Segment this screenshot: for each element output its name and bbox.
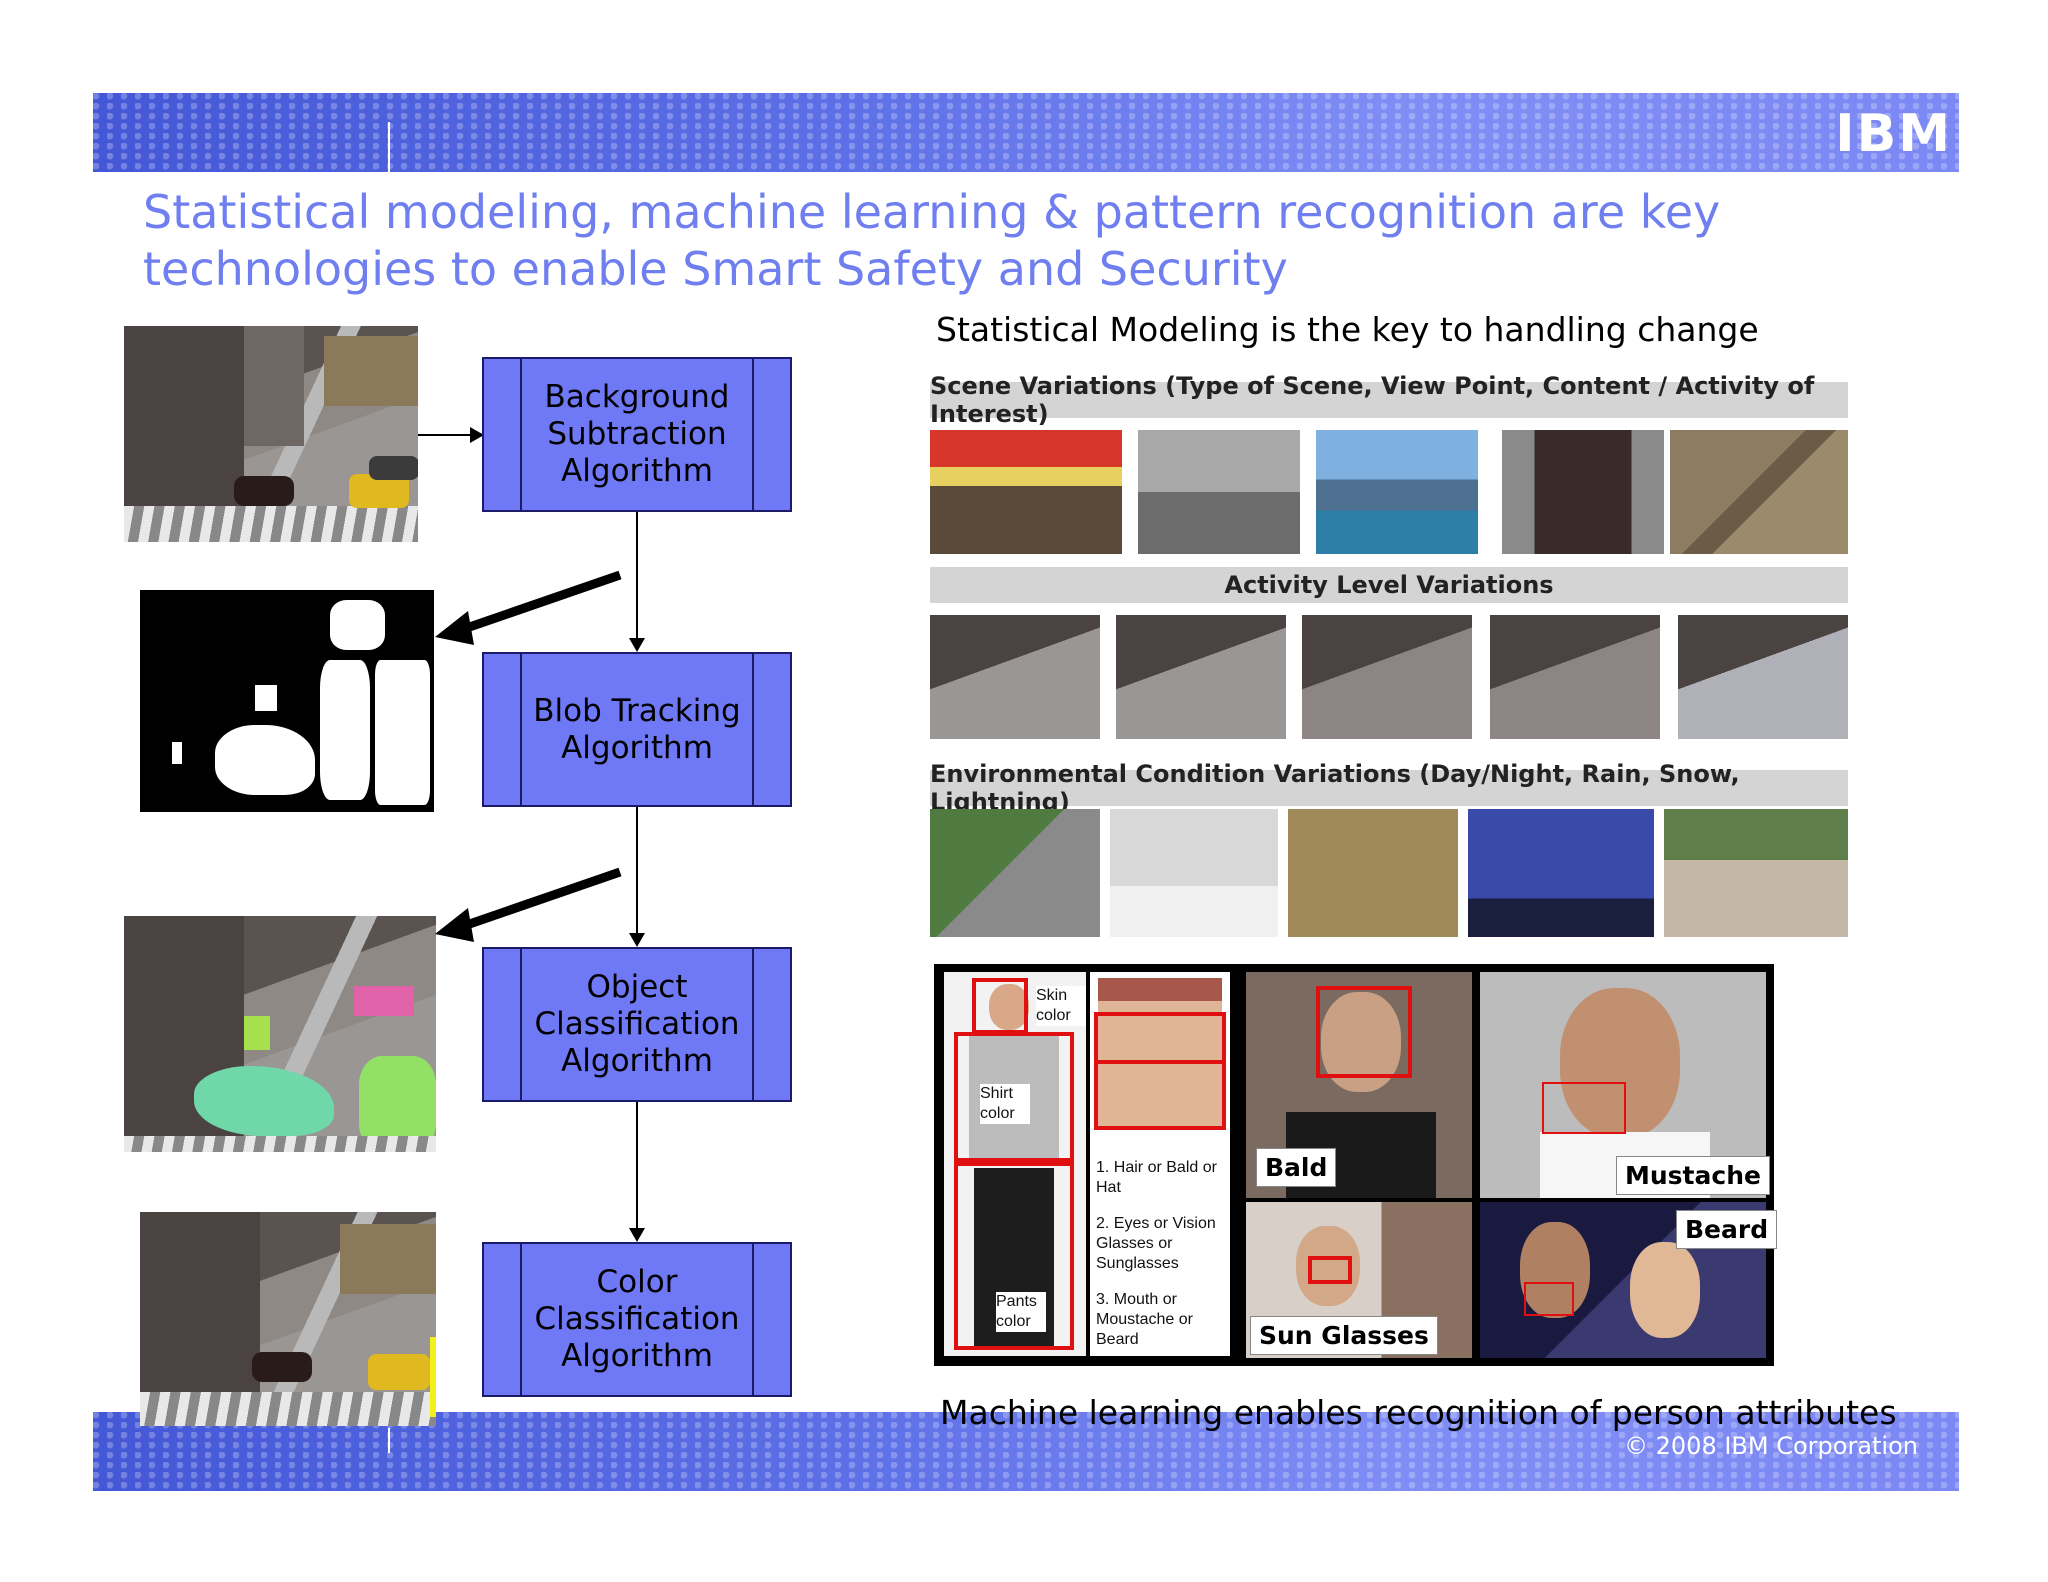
scene-tile-aerial	[1670, 430, 1848, 554]
environment-tile-rain	[930, 809, 1100, 937]
shirt-highlight	[954, 1032, 1074, 1166]
flow-label: Color Classification Algorithm	[534, 1264, 740, 1374]
activity-tile-4	[1490, 615, 1660, 739]
flow-connector	[636, 1102, 638, 1228]
activity-tile-5	[1678, 615, 1848, 739]
flow-label: Blob Tracking Algorithm	[533, 692, 741, 766]
eyes-highlight	[1094, 1012, 1226, 1064]
face-attributes-area: 1. Hair or Bald or Hat 2. Eyes or Vision…	[1090, 972, 1230, 1356]
scene-variations-label: Scene Variations (Type of Scene, View Po…	[930, 372, 1848, 428]
environment-tile-lightning	[1468, 809, 1654, 937]
footer-divider	[388, 1428, 390, 1453]
environment-variations-label: Environmental Condition Variations (Day/…	[930, 760, 1848, 816]
beard-highlight	[1524, 1282, 1574, 1316]
skin-highlight	[972, 978, 1028, 1034]
flow-box-object-classification: Object Classification Algorithm	[482, 947, 792, 1102]
activity-tile-1	[930, 615, 1100, 739]
activity-tile-2	[1116, 615, 1286, 739]
mask-arrow	[435, 570, 622, 645]
beard-tag: Beard	[1676, 1210, 1778, 1249]
shirt-color-label: Shirt color	[980, 1084, 1030, 1124]
sunglasses-highlight	[1308, 1256, 1352, 1284]
header-divider	[388, 122, 390, 172]
foreground-mask-image	[140, 590, 434, 812]
scene-tile-entrance	[1502, 430, 1664, 554]
flow-connector	[636, 512, 638, 638]
mustache-highlight	[1542, 1082, 1626, 1134]
bald-tag: Bald	[1256, 1148, 1337, 1187]
input-arrowhead	[470, 427, 484, 443]
mouth-highlight	[1094, 1060, 1226, 1130]
classified-objects-image	[124, 916, 436, 1152]
flow-box-color-classification: Color Classification Algorithm	[482, 1242, 792, 1397]
street-camera-image	[124, 326, 418, 542]
skin-color-label: Skin color	[1036, 986, 1086, 1026]
flow-label: Background Subtraction Algorithm	[544, 379, 730, 489]
modeling-subtitle: Statistical Modeling is the key to handl…	[936, 310, 1759, 349]
pants-highlight	[954, 1158, 1074, 1350]
activity-tile-3	[1302, 615, 1472, 739]
bald-example-image: Bald	[1246, 972, 1472, 1198]
activity-variations-label: Activity Level Variations	[930, 567, 1848, 603]
environment-tile-snow	[1110, 809, 1278, 937]
person-attributes-panel: Skin color Shirt color Pants color 1. Ha…	[934, 964, 1778, 1366]
scene-tile-sidewalk	[1138, 430, 1300, 554]
color-classified-image	[140, 1212, 436, 1426]
mustache-example-image: Mustache	[1480, 972, 1770, 1198]
flow-label: Object Classification Algorithm	[534, 969, 740, 1079]
environment-tile-day	[1664, 809, 1848, 937]
pants-color-label: Pants color	[996, 1292, 1046, 1332]
flow-connector	[636, 807, 638, 933]
attribute-item-1: 1. Hair or Bald or Hat	[1096, 1159, 1217, 1196]
input-arrow	[418, 434, 474, 436]
sunglasses-example-image: Sun Glasses	[1246, 1202, 1472, 1358]
header-banner	[93, 93, 1959, 172]
scene-tile-market	[930, 430, 1122, 554]
beard-example-image: Beard	[1480, 1202, 1778, 1358]
flow-box-background-subtraction: Background Subtraction Algorithm	[482, 357, 792, 512]
scene-tile-harbor	[1316, 430, 1478, 554]
attribute-item-3: 3. Mouth or Moustache or Beard	[1096, 1291, 1193, 1348]
flow-arrowhead	[629, 933, 645, 947]
full-body-image: Skin color Shirt color Pants color	[944, 972, 1086, 1356]
attribute-item-2: 2. Eyes or Vision Glasses or Sunglasses	[1096, 1215, 1216, 1272]
ibm-logo: IBM	[1835, 104, 1952, 164]
mustache-tag: Mustache	[1616, 1156, 1770, 1195]
environment-tile-dust	[1288, 809, 1458, 937]
classify-arrow	[435, 867, 622, 942]
slide-title: Statistical modeling, machine learning &…	[143, 185, 1721, 296]
flow-arrowhead	[629, 1228, 645, 1242]
copyright: © 2008 IBM Corporation	[1624, 1432, 1918, 1460]
head-highlight	[1316, 986, 1412, 1078]
flow-box-blob-tracking: Blob Tracking Algorithm	[482, 652, 792, 807]
attributes-caption: Machine learning enables recognition of …	[940, 1393, 1897, 1432]
flow-arrowhead	[629, 638, 645, 652]
sunglasses-tag: Sun Glasses	[1250, 1316, 1438, 1355]
